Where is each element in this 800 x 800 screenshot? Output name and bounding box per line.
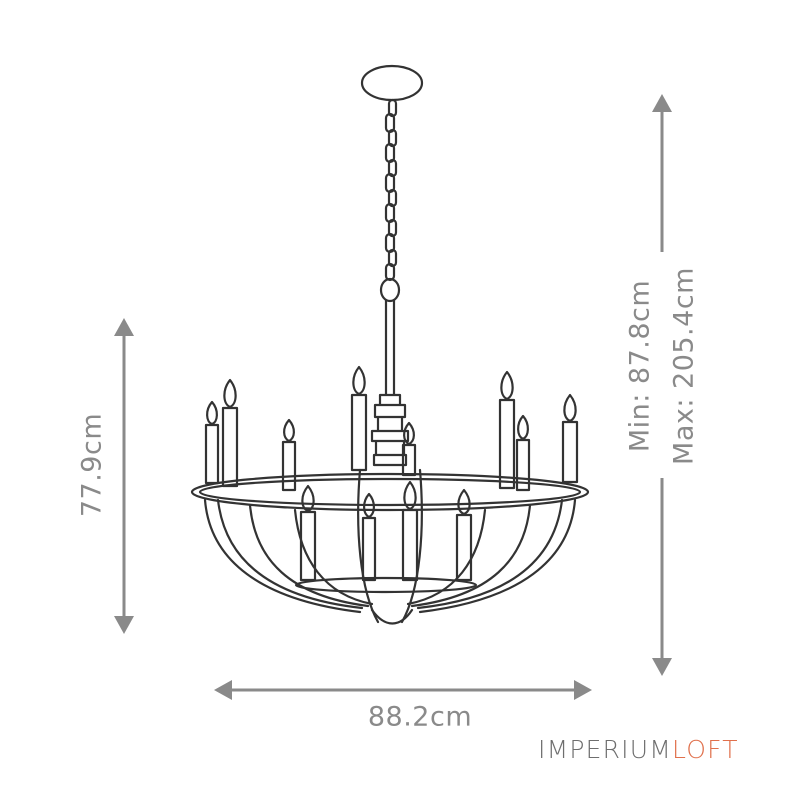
central-column xyxy=(370,393,410,467)
candles-upper xyxy=(204,365,579,492)
brand-logo: IMPERIUMLOFT xyxy=(538,735,739,764)
ceiling-canopy xyxy=(360,64,424,102)
drop-dimension-arrow-lower xyxy=(652,478,672,676)
width-dimension-arrow xyxy=(214,680,592,700)
drop-min-label: Min: 87.8cm xyxy=(624,279,656,453)
width-dimension-label: 88.2cm xyxy=(367,701,473,733)
hanging-loop xyxy=(379,277,401,303)
upper-ring xyxy=(190,472,590,512)
drop-dimension-arrow-upper xyxy=(652,94,672,252)
chandelier-illustration xyxy=(190,64,590,625)
cage-bars xyxy=(203,468,577,625)
brand-logo-part1: IMPERIUM xyxy=(538,735,673,764)
chain xyxy=(384,98,398,282)
candles-lower xyxy=(299,480,473,582)
drop-max-label: Max: 205.4cm xyxy=(668,267,700,465)
brand-logo-part2: LOFT xyxy=(672,735,739,764)
height-dimension-arrow xyxy=(114,318,134,634)
height-dimension-label: 77.9cm xyxy=(76,412,108,518)
lower-ring xyxy=(294,576,478,594)
